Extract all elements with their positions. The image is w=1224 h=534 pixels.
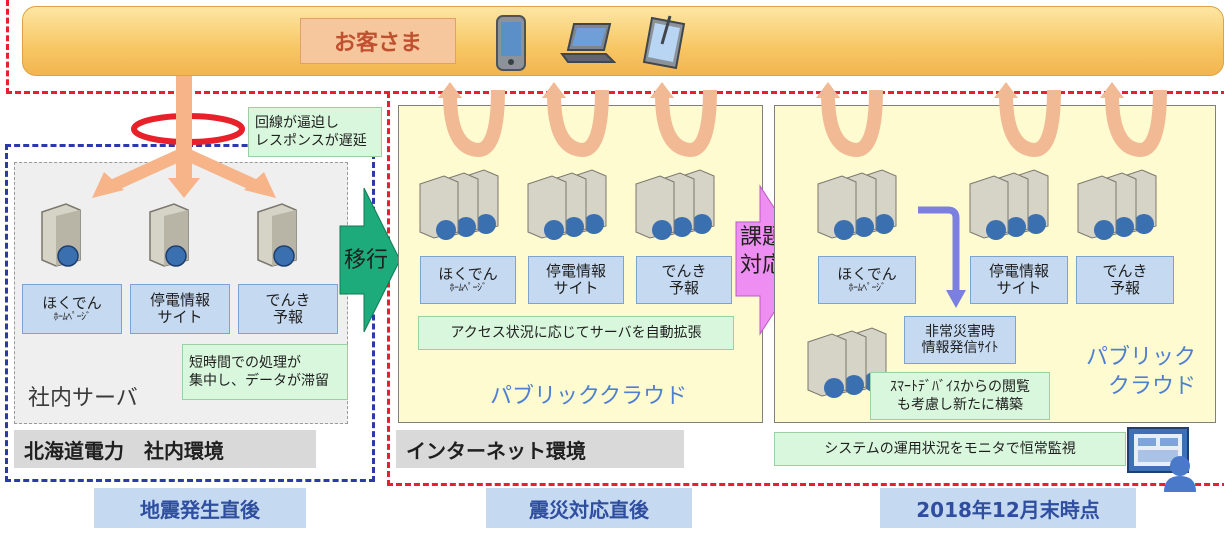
internet-boundary bbox=[6, 0, 1224, 94]
server-cluster-icon bbox=[817, 169, 897, 240]
internal-env-label: 北海道電力 社内環境 bbox=[14, 430, 316, 468]
server-icon bbox=[257, 203, 297, 267]
monitor-operator-icon bbox=[1127, 427, 1196, 492]
service-hokuden-homepage: ほくでん ﾎｰﾑﾍﾟｰｼﾞ bbox=[818, 256, 916, 304]
server-cluster-icon bbox=[635, 169, 715, 240]
migration-arrow bbox=[339, 187, 401, 333]
laptop-icon bbox=[560, 23, 617, 63]
customer-label: お客さま bbox=[300, 18, 456, 64]
customer-bar bbox=[22, 6, 1224, 76]
server-cluster-icon bbox=[969, 169, 1049, 240]
migration-label: 移行 bbox=[344, 248, 389, 273]
disaster-info-site: 非常災害時 情報発信ｻｲﾄ bbox=[904, 316, 1016, 364]
congestion-callout: 回線が逼迫し レスポンスが遅延 bbox=[248, 107, 382, 157]
server-cluster-icon bbox=[527, 169, 607, 240]
phase-label-dec-2018: 2018年12月末時点 bbox=[880, 488, 1136, 528]
internet-env-label: インターネット環境 bbox=[396, 430, 684, 468]
auto-scaling-note: アクセス状況に応じてサーバを自動拡張 bbox=[418, 316, 734, 350]
tablet-icon bbox=[642, 15, 686, 70]
public-cloud-label: パブリッククラウド bbox=[490, 384, 688, 409]
request-response-arrow bbox=[816, 82, 883, 158]
server-icon bbox=[149, 203, 189, 267]
access-arrows bbox=[92, 76, 276, 198]
service-outage-info-site: 停電情報 サイト bbox=[970, 256, 1068, 304]
new-build-arrow bbox=[918, 206, 966, 308]
service-hokuden-homepage: ほくでん ﾎｰﾑﾍﾟｰｼﾞ bbox=[420, 256, 516, 304]
processing-note: 短時間での処理が 集中し、データが滞留 bbox=[182, 344, 348, 400]
request-response-arrow bbox=[542, 82, 609, 158]
request-response-arrow bbox=[994, 82, 1061, 158]
service-denki-forecast: でんき 予報 bbox=[636, 256, 732, 304]
request-response-arrow bbox=[650, 82, 717, 158]
internet-zone-boundary bbox=[387, 92, 1224, 486]
server-cluster-icon bbox=[419, 169, 499, 240]
phase-label-disaster-response: 震災対応直後 bbox=[486, 488, 692, 528]
server-cluster-icon bbox=[1077, 169, 1157, 240]
service-outage-info-site: 停電情報 サイト bbox=[130, 284, 230, 334]
service-denki-forecast: でんき 予報 bbox=[1076, 256, 1174, 304]
smart-device-note: ｽﾏｰﾄﾃﾞﾊﾞｲｽからの閲覧 も考慮し新たに構築 bbox=[870, 372, 1050, 420]
server-icon bbox=[41, 203, 81, 267]
public-cloud-label: パブリック クラウド bbox=[1086, 345, 1197, 399]
request-response-arrow bbox=[1100, 82, 1167, 158]
phase-label-earthquake: 地震発生直後 bbox=[94, 488, 306, 528]
service-hokuden-homepage: ほくでん ﾎｰﾑﾍﾟｰｼﾞ bbox=[22, 284, 122, 334]
service-outage-info-site: 停電情報 サイト bbox=[528, 256, 624, 304]
request-response-arrow bbox=[438, 82, 505, 158]
internal-server-label: 社内サーバ bbox=[28, 386, 138, 411]
smartphone-icon bbox=[496, 15, 526, 71]
service-denki-forecast: でんき 予報 bbox=[238, 284, 338, 334]
monitoring-note: システムの運用状況をモニタで恒常監視 bbox=[774, 432, 1126, 466]
